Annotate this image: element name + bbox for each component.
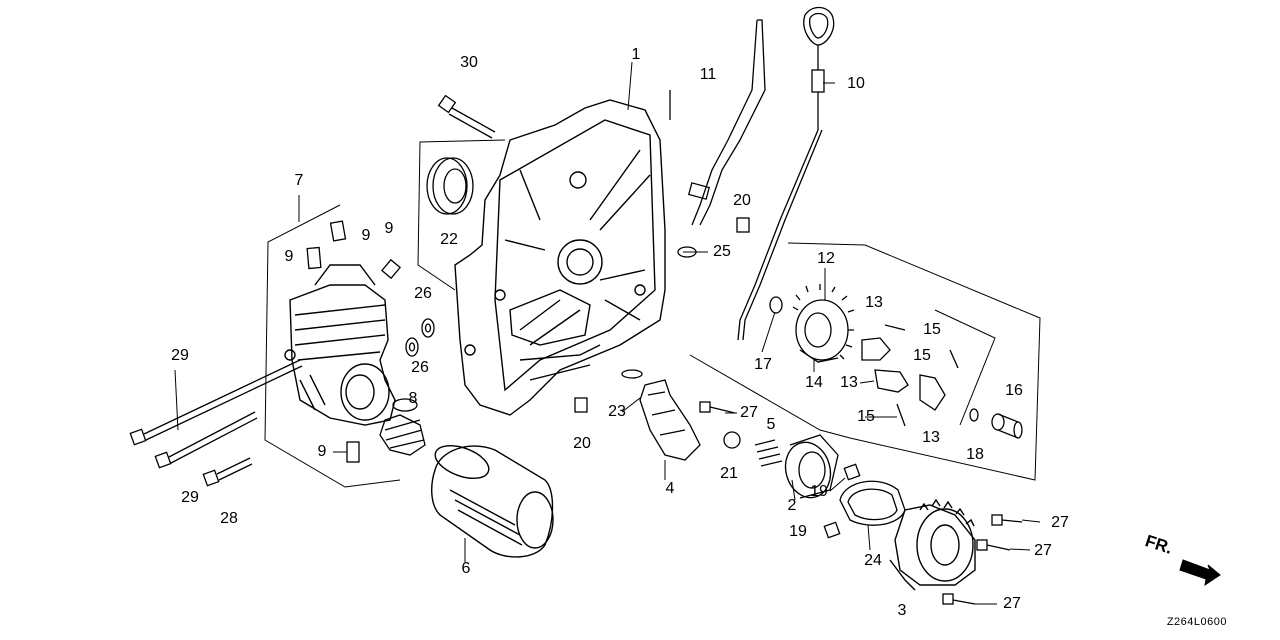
- callout-6: 6: [461, 560, 471, 577]
- oil-filter: [431, 445, 554, 558]
- pin-15b: [949, 349, 959, 369]
- callout-13: 13: [840, 374, 858, 391]
- callout-30: 30: [460, 54, 478, 71]
- callout-19: 19: [810, 483, 828, 500]
- callout-13: 13: [865, 294, 883, 311]
- callout-15: 15: [913, 347, 931, 364]
- washer-17: [769, 296, 783, 314]
- callout-10: 10: [847, 75, 865, 92]
- dowel-pin-20b: [574, 397, 588, 413]
- callout-25: 25: [713, 243, 731, 260]
- pin-15c: [896, 403, 906, 427]
- dipstick: [737, 6, 835, 341]
- plug-9c: [380, 258, 402, 280]
- callout-8: 8: [408, 390, 418, 407]
- outer-rotor: [784, 434, 839, 499]
- governor-holder-b: [874, 369, 909, 393]
- group-bracket-governor: [689, 242, 1041, 481]
- callout-12: 12: [817, 250, 835, 267]
- oil-seal: [426, 157, 474, 215]
- callout-9: 9: [284, 248, 294, 265]
- callout-9: 9: [361, 227, 371, 244]
- bolt-27b: [991, 514, 1023, 526]
- oil-pump-gear: [889, 498, 976, 591]
- callout-28: 28: [220, 510, 238, 527]
- governor-holder-a: [861, 337, 891, 361]
- diagram-code: Z264L0600: [1166, 616, 1227, 628]
- front-arrow: [1179, 559, 1221, 587]
- callout-14: 14: [805, 374, 823, 391]
- callout-26: 26: [414, 285, 432, 302]
- callout-21: 21: [720, 465, 738, 482]
- gasket: [839, 480, 906, 526]
- oil-pipe: [621, 369, 701, 461]
- bolt-29b: [154, 411, 258, 469]
- dipstick-tube: [669, 19, 766, 226]
- pin-15a: [884, 324, 906, 331]
- bolt-27d: [942, 593, 976, 605]
- group-bracket-pin: [934, 309, 996, 426]
- callout-19: 19: [789, 523, 807, 540]
- check-ball: [723, 431, 741, 449]
- pin-19b: [823, 521, 841, 539]
- callout-27: 27: [740, 404, 758, 421]
- plug-9b: [306, 246, 322, 270]
- callout-24: 24: [864, 552, 882, 569]
- governor-gear: [792, 284, 855, 363]
- callout-29: 29: [181, 489, 199, 506]
- callout-26: 26: [411, 359, 429, 376]
- bolt-29a: [129, 359, 303, 446]
- cylinder-head-assembly: [284, 264, 396, 426]
- callout-22: 22: [440, 231, 458, 248]
- callout-9: 9: [317, 443, 327, 460]
- callout-9: 9: [384, 220, 394, 237]
- callout-17: 17: [754, 356, 772, 373]
- relief-spring: [754, 439, 783, 467]
- governor-shaft: [991, 413, 1023, 439]
- callout-11: 11: [699, 66, 717, 83]
- dowel-pin-20a: [736, 217, 750, 233]
- plug-9a: [329, 220, 347, 242]
- callout-29: 29: [171, 347, 189, 364]
- callout-18: 18: [966, 446, 984, 463]
- breather-spring: [379, 398, 426, 456]
- pin-19a: [843, 463, 861, 481]
- callout-27: 27: [1051, 514, 1069, 531]
- bolt-30: [437, 94, 496, 139]
- governor-holder-c: [919, 374, 946, 411]
- crankcase-cover: [454, 99, 666, 416]
- bolt-27c: [976, 539, 1011, 551]
- callout-4: 4: [665, 480, 675, 497]
- callout-16: 16: [1005, 382, 1023, 399]
- callout-20: 20: [573, 435, 591, 452]
- callout-23: 23: [608, 403, 626, 420]
- washer-26b: [405, 337, 419, 357]
- washer-26a: [421, 318, 435, 338]
- callout-20: 20: [733, 192, 751, 209]
- callout-27: 27: [1034, 542, 1052, 559]
- plug-9d: [346, 441, 360, 463]
- group-bracket-left: [264, 204, 401, 488]
- callout-15: 15: [857, 408, 875, 425]
- washer-18: [969, 408, 979, 422]
- callout-3: 3: [897, 602, 907, 619]
- callout-15: 15: [923, 321, 941, 338]
- callout-27: 27: [1003, 595, 1021, 612]
- callout-2: 2: [787, 497, 797, 514]
- bolt-27a: [699, 401, 736, 414]
- bolt-28: [202, 457, 253, 487]
- callout-1: 1: [631, 46, 641, 63]
- callout-5: 5: [766, 416, 776, 433]
- group-bracket-crankcase: [417, 139, 506, 291]
- leader-lines: [174, 61, 1041, 605]
- callout-7: 7: [294, 172, 304, 189]
- callout-13: 13: [922, 429, 940, 446]
